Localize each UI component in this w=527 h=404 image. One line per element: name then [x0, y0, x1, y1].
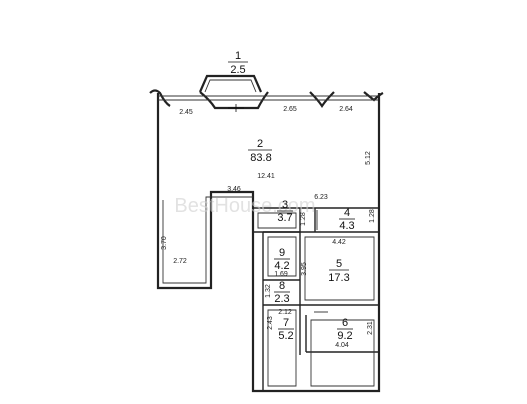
room-5-label: 5 17.3 [328, 258, 349, 284]
dim-main-length: 12.41 [257, 173, 275, 180]
dimension-labels: 2.45 2.65 2.64 5.12 12.41 3.46 3.70 2.72… [161, 106, 376, 349]
dim-r7-side: 2.43 [267, 316, 274, 330]
interior-line [162, 196, 253, 284]
dim-r9-width: 1.69 [274, 271, 288, 278]
dim-corridor-width: 3.46 [227, 186, 241, 193]
dim-r8-side: 1.32 [265, 284, 272, 298]
dim-r5-side: 3.95 [301, 262, 308, 276]
room-5-area: 17.3 [328, 272, 349, 284]
dim-r7-width: 2.12 [278, 309, 292, 316]
room-2-area: 83.8 [250, 152, 271, 164]
room-6-label: 6 9.2 [337, 317, 353, 342]
room-1-area: 2.5 [230, 64, 245, 76]
room-6-area: 9.2 [337, 330, 352, 342]
dim-top-middle: 2.65 [283, 106, 297, 113]
room-3-area: 3.7 [277, 212, 292, 224]
room-7-area: 5.2 [278, 330, 293, 342]
watermark: BestHouse.com [174, 195, 315, 217]
dim-right-side: 5.12 [365, 151, 372, 165]
room-9-label: 9 4.2 [274, 247, 290, 272]
room-4-label: 4 4.3 [339, 207, 355, 232]
room-9-area: 4.2 [274, 260, 289, 272]
dim-left-lower-width: 2.72 [173, 258, 187, 265]
dim-r5-width: 4.42 [332, 239, 346, 246]
dim-r3-side: 1.28 [300, 212, 307, 226]
dim-r6-width: 4.04 [335, 342, 349, 349]
dim-r3-top: 6.23 [314, 194, 328, 201]
room-1-label: 1 2.5 [228, 50, 248, 76]
dim-left-lower: 3.70 [161, 236, 168, 250]
room-9-number: 9 [279, 247, 285, 259]
door-marks [228, 104, 328, 313]
room-7-label: 7 5.2 [278, 317, 294, 342]
room-6-number: 6 [342, 317, 348, 329]
dim-r6-side: 2.31 [367, 321, 374, 335]
room-3-number: 3 [282, 199, 288, 211]
dim-r4-side: 1.28 [369, 209, 376, 223]
room-1-number: 1 [235, 50, 241, 62]
outer-wall [156, 93, 381, 393]
room-5-number: 5 [336, 258, 342, 270]
room-8-label: 8 2.3 [274, 280, 290, 305]
room-3-label: 3 3.7 [277, 199, 293, 224]
room-2-label: 2 83.8 [248, 138, 272, 164]
room-4-area: 4.3 [339, 220, 354, 232]
dim-top-left: 2.45 [179, 109, 193, 116]
room-2-number: 2 [257, 138, 263, 150]
room-4-number: 4 [344, 207, 350, 219]
room-7-number: 7 [283, 317, 289, 329]
room-8-number: 8 [279, 280, 285, 292]
room-8-area: 2.3 [274, 293, 289, 305]
dim-top-right: 2.64 [339, 106, 353, 113]
room-partitions [253, 207, 379, 391]
bay-window [198, 74, 263, 93]
